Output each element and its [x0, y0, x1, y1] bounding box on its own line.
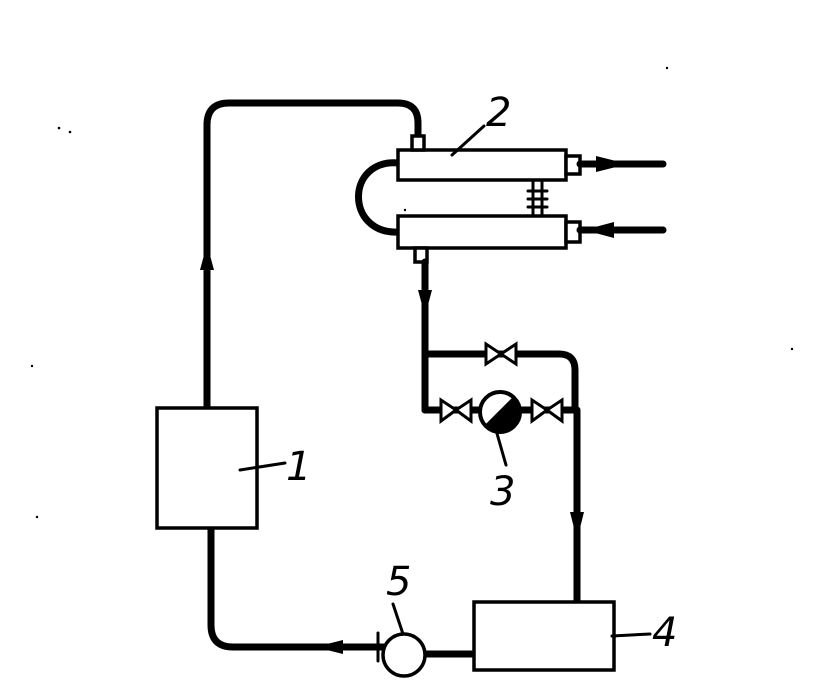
exchanger-top-nozzle	[410, 134, 426, 152]
flow-meter-3	[478, 390, 522, 434]
pipe-unit1-to-exchanger	[203, 99, 422, 412]
pipe-unit1-to-pump	[207, 526, 387, 651]
leader-4	[610, 632, 652, 638]
leader-2	[450, 124, 486, 157]
exchanger-u-bend	[355, 159, 403, 236]
valve-lower-right	[530, 397, 564, 424]
leader-5	[391, 602, 405, 636]
flow-arrow-down	[418, 290, 432, 316]
outlet-arrow-right	[596, 156, 628, 172]
label-unit-1: 1	[286, 444, 311, 490]
leader-3	[494, 428, 508, 467]
flow-arrow-up	[200, 244, 214, 270]
scan-specks	[30, 66, 794, 519]
label-unit-5: 5	[386, 559, 411, 605]
unit-1-box	[155, 406, 259, 530]
exchanger-lower-tube	[396, 214, 568, 250]
pump-5	[381, 632, 427, 678]
label-unit-3: 3	[490, 469, 515, 515]
exchanger-upper-tube	[396, 148, 568, 182]
flow-arrow-down-2	[570, 512, 584, 540]
exchanger-bottom-nozzle	[413, 246, 429, 264]
unit-4-box	[472, 600, 616, 672]
valve-lower-left	[439, 397, 473, 424]
label-unit-4: 4	[652, 610, 677, 656]
label-unit-2: 2	[486, 90, 511, 136]
inlet-arrow-left	[584, 222, 614, 238]
leader-1	[238, 461, 287, 472]
flow-arrow-left	[315, 640, 343, 654]
bypass-upper-branch	[421, 350, 579, 414]
valve-upper	[484, 341, 518, 367]
